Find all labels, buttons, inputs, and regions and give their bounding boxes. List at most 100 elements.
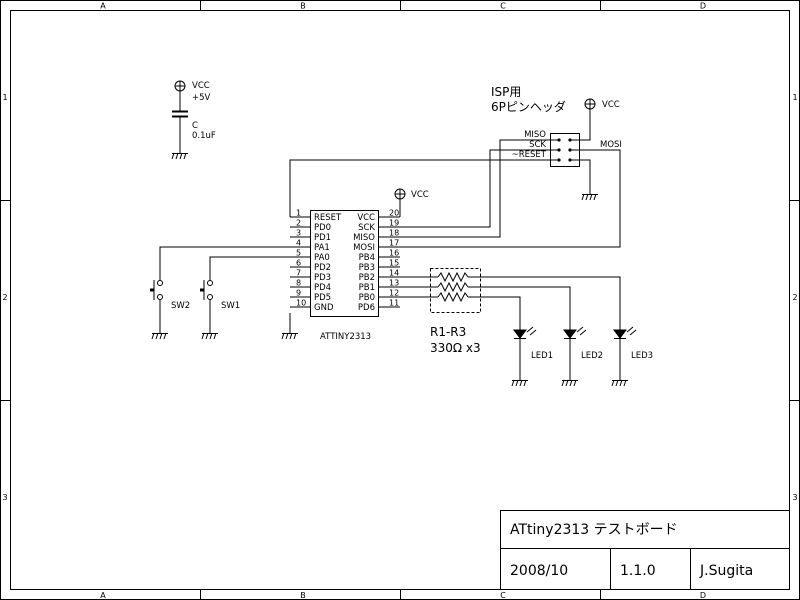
pin-number: 19 xyxy=(389,219,399,228)
chip-body xyxy=(310,210,379,317)
chip-pin-19: 19 SCK xyxy=(358,219,400,233)
ground-symbol-isp xyxy=(581,193,598,201)
chip-pin-10: 10 GND xyxy=(290,299,334,313)
ground-symbol-cap xyxy=(171,152,188,160)
ground-symbol-led2 xyxy=(561,379,578,387)
zone-label-left-3: 3 xyxy=(2,493,7,502)
pin-number: 2 xyxy=(296,219,301,228)
sw1-label: SW1 xyxy=(221,301,240,311)
chip-pin-1: 1 RESET xyxy=(290,209,342,223)
vcc-symbol-chip: VCC xyxy=(394,188,429,217)
led1-label: LED1 xyxy=(531,351,553,361)
pin-number: 6 xyxy=(296,259,301,268)
ground-symbol-sw2 xyxy=(151,332,168,340)
chip-pin-5: 5 PA0 xyxy=(290,249,330,263)
chip-pin-14: 14 PB2 xyxy=(359,269,400,283)
ground-symbol-led3 xyxy=(611,379,628,387)
chip-pin-20: 20 VCC xyxy=(357,209,400,223)
pin-number: 20 xyxy=(389,209,399,218)
zone-label-right-2: 2 xyxy=(792,293,797,302)
pin-label: GND xyxy=(314,303,334,313)
pin-label: PB2 xyxy=(359,273,375,283)
chip-vcc-label: VCC xyxy=(411,190,429,200)
isp-sck-label: SCK xyxy=(529,140,546,150)
isp-reset-label: ~RESET xyxy=(512,150,547,160)
pin-label: RESET xyxy=(314,213,342,223)
pin-number: 16 xyxy=(389,249,399,258)
isp-vcc-label: VCC xyxy=(602,100,620,110)
zone-label-right-3: 3 xyxy=(792,493,797,502)
zone-label-left-1: 1 xyxy=(2,93,7,102)
resistor-name-label: R1-R3 xyxy=(430,325,466,339)
isp-mosi-label: MOSI xyxy=(600,140,622,150)
cap-vcc-label: VCC xyxy=(192,81,210,91)
pin-label: SCK xyxy=(358,223,375,233)
pin-number: 3 xyxy=(296,229,301,238)
pin-number: 1 xyxy=(296,209,301,218)
title-block-title: ATtiny2313 テストボード xyxy=(510,522,678,538)
isp-title-line2: 6Pピンヘッダ xyxy=(491,99,566,114)
pin-label: PD2 xyxy=(314,263,331,273)
isp-header: ISP用 6Pピンヘッダ MISO SCK ~RESET MOSI VCC xyxy=(491,85,622,201)
zone-label-bottom-c: C xyxy=(500,591,506,600)
isp-miso-label: MISO xyxy=(524,130,546,140)
wiring xyxy=(159,139,621,330)
zone-label-top-a: A xyxy=(100,2,106,11)
pin-label: PD3 xyxy=(314,273,331,283)
cap-name-label: C xyxy=(192,121,198,131)
pin-number: 4 xyxy=(296,239,301,248)
resistor-array: R1-R3 330Ω x3 xyxy=(430,268,481,355)
zone-label-top-d: D xyxy=(700,2,706,11)
chip-pin-4: 4 PA1 xyxy=(290,239,330,253)
pin-number: 14 xyxy=(389,269,399,278)
title-block-date: 2008/10 xyxy=(510,563,568,579)
pin-number: 9 xyxy=(296,289,301,298)
pin-number: 13 xyxy=(389,279,399,288)
pin-label: PB1 xyxy=(359,283,375,293)
title-block-author: J.Sugita xyxy=(699,563,753,579)
pin-number: 8 xyxy=(296,279,301,288)
pin-label: VCC xyxy=(357,213,375,223)
chip-pin-6: 6 PD2 xyxy=(290,259,331,273)
pin-label: MOSI xyxy=(353,243,375,253)
cap-supply-label: +5V xyxy=(192,93,211,103)
switch-sw2: SW2 xyxy=(150,280,190,340)
chip-pin-16: 16 PB4 xyxy=(359,249,400,263)
zone-label-top-c: C xyxy=(500,2,506,11)
zone-label-bottom-a: A xyxy=(100,591,106,600)
zone-label-bottom-b: B xyxy=(300,591,306,600)
title-block: ATtiny2313 テストボード 2008/10 1.1.0 J.Sugita xyxy=(500,510,790,590)
chip-pin-3: 3 PD1 xyxy=(290,229,331,243)
pin-number: 18 xyxy=(389,229,399,238)
pin-label: PB4 xyxy=(359,253,375,263)
led-led1: LED1 xyxy=(511,326,553,387)
resistor-value-label: 330Ω x3 xyxy=(430,341,481,355)
sw2-label: SW2 xyxy=(171,301,190,311)
chip-pin-7: 7 PD3 xyxy=(290,269,331,283)
chip-pin-15: 15 PB3 xyxy=(359,259,400,273)
pin-label: PA1 xyxy=(314,243,330,253)
pin-label: PD6 xyxy=(358,303,375,313)
pin-label: PA0 xyxy=(314,253,330,263)
title-block-version: 1.1.0 xyxy=(620,563,656,579)
led-led3: LED3 xyxy=(611,326,653,387)
ground-symbol-led1 xyxy=(511,379,528,387)
led2-label: LED2 xyxy=(581,351,603,361)
pin-label: PD1 xyxy=(314,233,331,243)
pin-number: 15 xyxy=(389,259,399,268)
pin-label: PD0 xyxy=(314,223,331,233)
zone-label-right-1: 1 xyxy=(792,93,797,102)
pin-number: 5 xyxy=(296,249,301,258)
pin-label: PB3 xyxy=(359,263,375,273)
pin-number: 7 xyxy=(296,269,301,278)
pin-number: 10 xyxy=(296,299,306,308)
